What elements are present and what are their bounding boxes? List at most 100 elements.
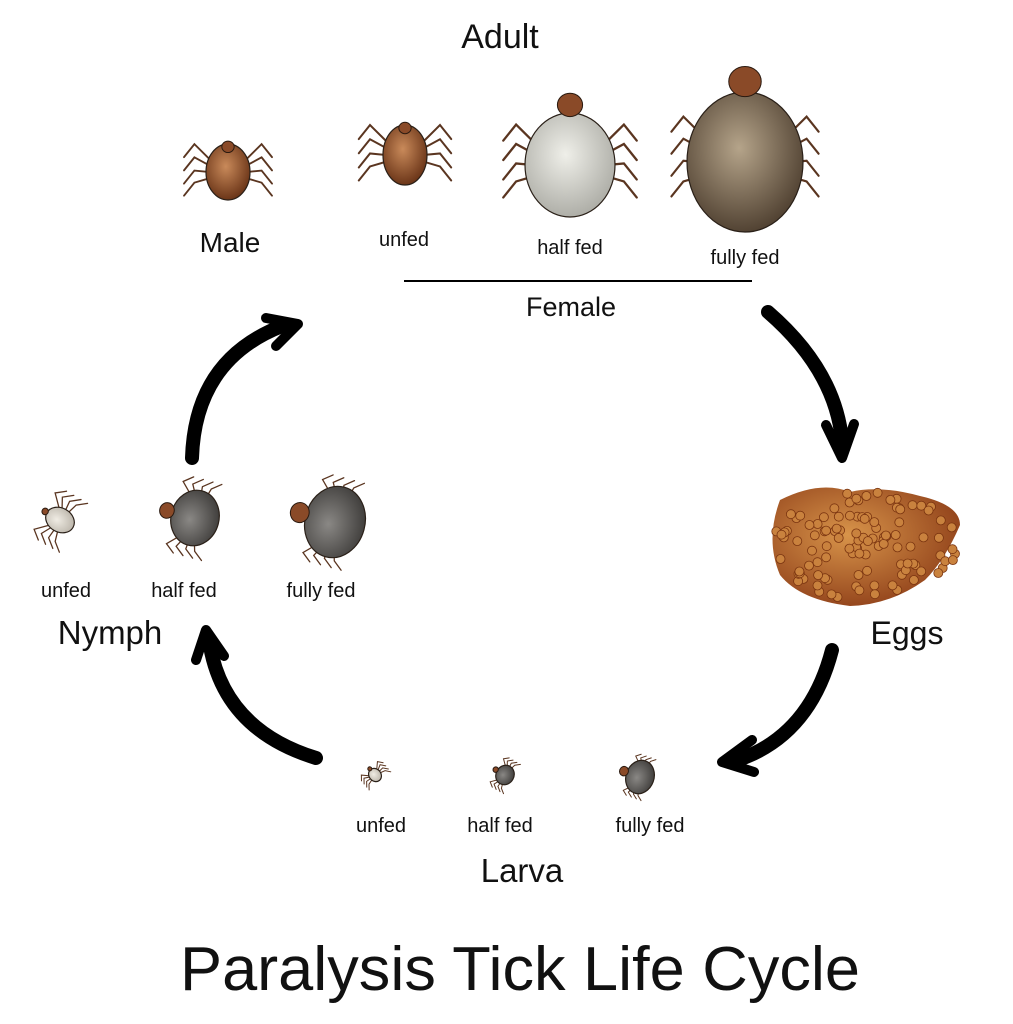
egg	[948, 555, 958, 565]
egg	[826, 589, 837, 600]
arrow-eggs-to-larva-head	[717, 735, 759, 777]
egg	[862, 565, 872, 576]
egg	[813, 570, 823, 580]
tick-legs	[33, 490, 89, 553]
egg	[872, 487, 883, 498]
egg	[869, 580, 880, 591]
page-title: Paralysis Tick Life Cycle	[180, 935, 860, 1004]
egg	[905, 541, 916, 552]
nymph-unfed-tick	[33, 490, 89, 553]
egg	[842, 488, 853, 499]
larva-label: Larva	[481, 852, 564, 889]
egg	[892, 542, 903, 553]
egg	[786, 509, 796, 520]
adult-heading: Adult	[461, 18, 539, 56]
tick-head	[159, 502, 175, 519]
egg	[916, 500, 927, 511]
egg	[878, 539, 889, 549]
larva-half-fed-tick	[489, 757, 521, 795]
larva-unfed-tick	[360, 760, 392, 791]
egg	[819, 512, 829, 523]
egg	[895, 504, 906, 515]
eggs-mass	[771, 487, 960, 606]
egg	[946, 522, 957, 533]
egg	[807, 545, 817, 556]
egg	[776, 529, 787, 540]
nymph-label: Nymph	[58, 614, 163, 651]
tick-body	[303, 485, 367, 559]
nymph-fully-fed-tick	[289, 474, 367, 571]
egg	[821, 541, 832, 552]
male-label: Male	[200, 227, 261, 258]
nymph-fully-fed-label: fully fed	[287, 580, 356, 602]
egg	[887, 580, 898, 591]
egg	[833, 511, 844, 522]
egg	[934, 532, 944, 543]
tick-head	[492, 766, 499, 773]
egg	[918, 532, 929, 543]
arrow-nymph-to-adult-head	[261, 313, 303, 351]
nymph-half-fed-tick	[159, 476, 223, 562]
egg	[869, 517, 880, 527]
egg	[812, 519, 823, 529]
egg	[881, 530, 891, 541]
egg	[812, 580, 823, 591]
egg	[863, 536, 873, 546]
eggs-label: Eggs	[871, 615, 944, 651]
tick-head	[619, 765, 629, 777]
egg	[859, 513, 870, 524]
larva-fully-fed-tick	[619, 753, 657, 802]
egg	[845, 510, 855, 521]
egg	[894, 517, 905, 528]
egg	[851, 493, 862, 504]
tick-head	[398, 121, 412, 135]
larva-half-fed-label: half fed	[467, 815, 533, 837]
egg	[821, 525, 831, 536]
tick-head	[728, 65, 762, 98]
tick-body	[524, 112, 616, 218]
egg	[821, 552, 831, 563]
arrow-larva-to-nymph	[203, 639, 323, 765]
tick-head	[556, 92, 584, 118]
egg	[775, 554, 786, 564]
cycle-arrows	[185, 305, 859, 777]
nymph-unfed-label: unfed	[41, 580, 91, 602]
tick-body	[625, 759, 655, 795]
egg	[794, 566, 805, 577]
egg	[870, 589, 880, 600]
female-half-fed-label: half fed	[537, 237, 603, 259]
egg	[844, 543, 855, 554]
egg	[885, 494, 896, 505]
arrow-adult-to-eggs-head	[821, 419, 859, 463]
egg	[907, 500, 918, 511]
egg	[923, 505, 934, 516]
larva-fully-fed-label: fully fed	[616, 815, 685, 837]
tick-body	[170, 489, 220, 547]
egg	[916, 566, 927, 577]
arrow-nymph-to-adult	[185, 319, 289, 465]
tick-head	[221, 140, 235, 154]
female-unfed-tick	[357, 121, 453, 186]
egg	[812, 557, 823, 568]
egg	[909, 575, 919, 585]
egg	[854, 548, 865, 559]
arrow-eggs-to-larva	[731, 643, 839, 767]
tick-head	[289, 502, 310, 524]
female-half-fed-tick	[502, 92, 638, 218]
larva-unfed-label: unfed	[356, 815, 406, 837]
female-unfed-label: unfed	[379, 229, 429, 251]
arrow-larva-to-nymph-head	[191, 625, 229, 665]
arrow-adult-to-eggs	[761, 305, 849, 447]
egg	[831, 523, 842, 534]
egg	[795, 510, 806, 521]
egg	[829, 503, 840, 514]
female-fully-fed-tick	[670, 65, 820, 233]
tick-body	[686, 91, 804, 233]
egg	[853, 570, 864, 580]
female-fully-fed-label: fully fed	[711, 247, 780, 269]
tick-head	[367, 766, 373, 772]
egg	[833, 533, 844, 543]
male-tick	[183, 140, 273, 201]
tick-illustrations	[33, 65, 820, 802]
